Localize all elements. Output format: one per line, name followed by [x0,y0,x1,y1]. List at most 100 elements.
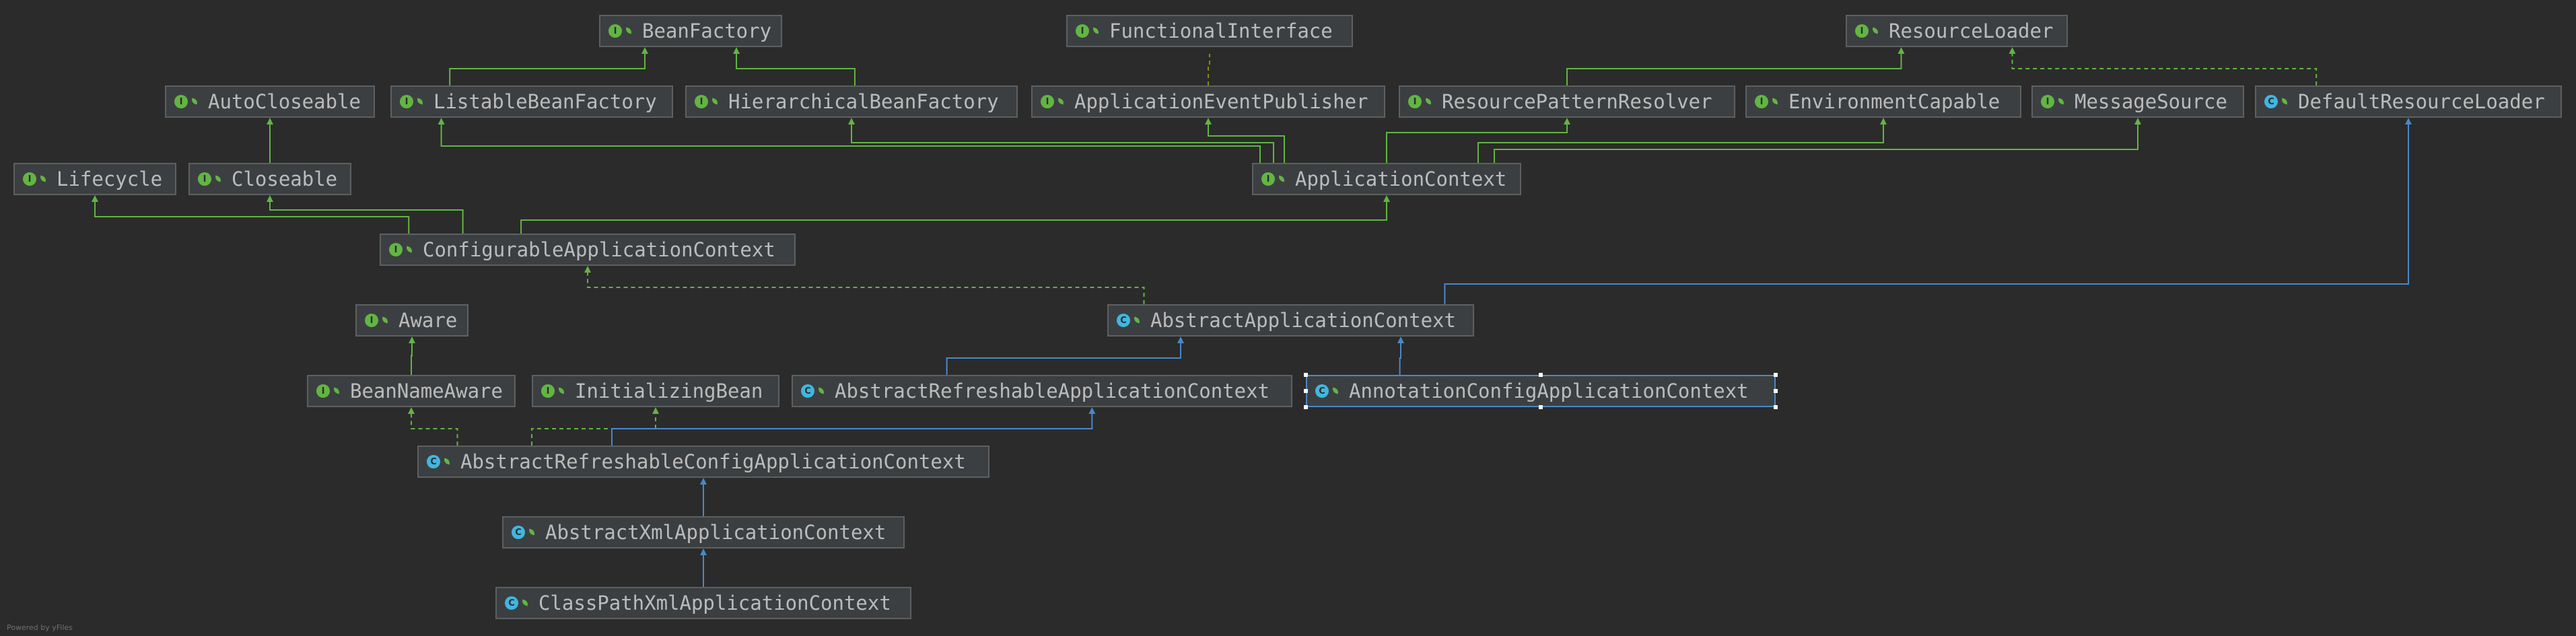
arrowhead [1383,195,1390,202]
edge-bean-name-aware-to-aware [411,343,413,375]
arrowhead [2134,118,2141,125]
selection-handle[interactable] [1304,389,1308,393]
node-label: InitializingBean [575,380,763,402]
public-visibility-icon [191,99,200,105]
selection-handle[interactable] [1304,373,1308,377]
public-visibility-icon [417,99,425,105]
interface-icon: I [541,384,555,398]
arrowhead [2405,118,2412,125]
arrowhead [848,118,855,125]
public-visibility-icon [1278,176,1287,182]
public-visibility-icon [444,459,452,465]
node-label: AbstractApplicationContext [1150,309,1456,332]
abstract-icon: C [427,455,440,468]
public-visibility-icon [1092,28,1101,34]
interface-icon: I [695,95,708,108]
selection-handle[interactable] [1304,405,1308,409]
public-visibility-icon [522,600,530,606]
node-label: AbstractRefreshableApplicationContext [835,380,1270,402]
node-label: AnnotationConfigApplicationContext [1349,380,1749,402]
arrowhead [1205,118,1212,125]
interface-icon: I [1261,172,1275,186]
class-icon: C [2264,95,2278,108]
interface-icon: I [198,172,211,186]
node-label: Closeable [232,168,338,190]
node-closeable[interactable]: I Closeable [188,163,351,195]
arrowhead [2009,47,2016,54]
edge-application-context-to-message-source [1494,125,2138,163]
public-visibility-icon [40,176,48,182]
arrowhead [1177,337,1184,343]
arrowhead [267,195,273,202]
arrowhead [652,407,659,414]
public-visibility-icon [2058,99,2066,105]
edge-resource-pattern-resolver-to-resource-loader [1566,54,1902,85]
public-visibility-icon [528,530,537,536]
abstract-icon: C [512,526,525,539]
edge-application-context-to-listable-bean-factory [440,125,1261,163]
interface-icon: I [23,172,36,186]
node-label: BeanNameAware [350,380,503,402]
selection-handle[interactable] [1539,373,1543,377]
node-label: HierarchicalBeanFactory [728,90,999,113]
selection-handle[interactable] [1774,373,1778,377]
node-label: DefaultResourceLoader [2298,90,2545,113]
public-visibility-icon [558,388,567,394]
edge-abstract-refreshable-config-application-context-to-initializing-bean [531,414,656,446]
selection-handle[interactable] [1774,405,1778,409]
arrowhead [641,47,648,54]
node-abstract-refreshable-config-application-context[interactable]: C AbstractRefreshableConfigApplicationCon… [417,446,989,478]
edge-annotation-config-application-context-to-abstract-application-context [1399,343,1401,375]
arrowhead [408,407,415,414]
arrowhead [700,478,707,485]
node-label: ResourcePatternResolver [1442,90,1712,113]
public-visibility-icon [1134,318,1142,324]
edge-abstract-application-context-to-configurable-application-context [587,273,1145,304]
arrowhead [1564,118,1570,125]
node-label: Aware [398,309,458,332]
public-visibility-icon [333,388,342,394]
public-visibility-icon [2281,99,2290,105]
public-visibility-icon [1772,99,1780,105]
selection-handle[interactable] [1539,405,1543,409]
selection-handle[interactable] [1774,389,1778,393]
arrowhead [1880,118,1887,125]
node-initializing-bean[interactable]: I InitializingBean [532,375,779,407]
edge-abstract-refreshable-config-application-context-to-bean-name-aware [411,414,458,446]
node-hierarchical-bean-factory[interactable]: I HierarchicalBeanFactory [685,85,1018,118]
node-label: AbstractRefreshableConfigApplicationCont… [460,450,966,473]
node-label: FunctionalInterface [1109,20,1333,42]
edge-application-context-to-hierarchical-bean-factory [851,125,1274,163]
edge-configurable-application-context-to-lifecycle [94,202,410,234]
arrowhead [92,195,98,202]
edge-configurable-application-context-to-closeable [269,202,464,234]
public-visibility-icon [1057,99,1066,105]
public-visibility-icon [406,247,415,253]
node-default-resource-loader[interactable]: C DefaultResourceLoader [2255,85,2562,118]
arrowhead [409,337,415,343]
edge-configurable-application-context-to-application-context [520,202,1387,234]
arrowhead [267,118,273,125]
edge-hierarchical-bean-factory-to-bean-factory [736,54,856,85]
node-label: AutoCloseable [208,90,361,113]
